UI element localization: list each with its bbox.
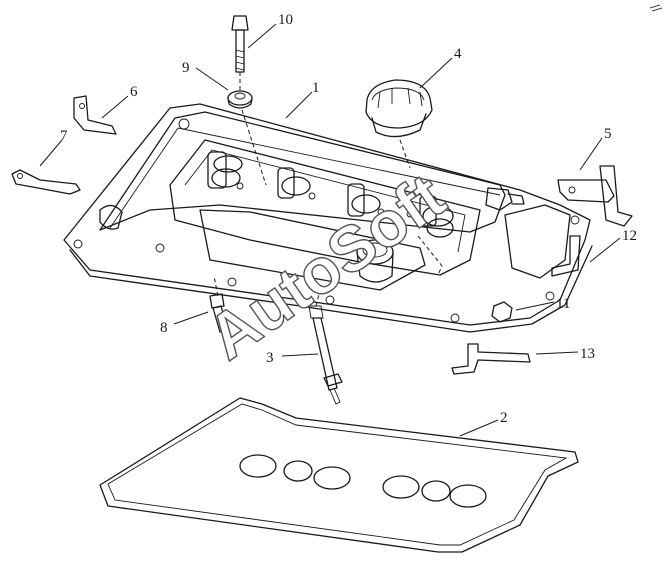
bracket-right (557, 165, 633, 227)
callout-6: 6 (130, 84, 138, 100)
callout-2: 2 (500, 410, 508, 426)
spark-plug-tubes (207, 151, 454, 283)
corner-mark (649, 4, 663, 12)
callout-3: 3 (266, 350, 274, 366)
callout-8: 8 (160, 320, 168, 336)
bracket-12 (551, 235, 581, 277)
leader-lines (39, 23, 621, 437)
callout-10: 10 (278, 12, 293, 28)
assembly-lines (213, 72, 443, 307)
callout-1: 1 (312, 80, 320, 96)
callout-7: 7 (60, 128, 68, 144)
callout-12: 12 (622, 228, 637, 244)
oil-filler-cap (365, 79, 433, 138)
callout-11: 11 (556, 296, 570, 312)
cover-gasket (99, 397, 579, 553)
callout-13: 13 (580, 346, 595, 362)
bolt-10 (231, 15, 249, 73)
callout-9: 9 (182, 60, 190, 76)
valve-cover (63, 103, 593, 333)
callout-4: 4 (454, 46, 462, 62)
callout-labels: 1 2 3 4 5 6 7 8 9 10 11 12 13 (60, 12, 637, 426)
bracket-13 (451, 343, 531, 375)
bracket-6 (73, 95, 117, 135)
long-stud-bolt (308, 305, 343, 405)
washer-9 (227, 90, 253, 109)
callout-5: 5 (604, 126, 612, 142)
nut-11 (491, 301, 513, 323)
clip-7 (11, 169, 81, 195)
